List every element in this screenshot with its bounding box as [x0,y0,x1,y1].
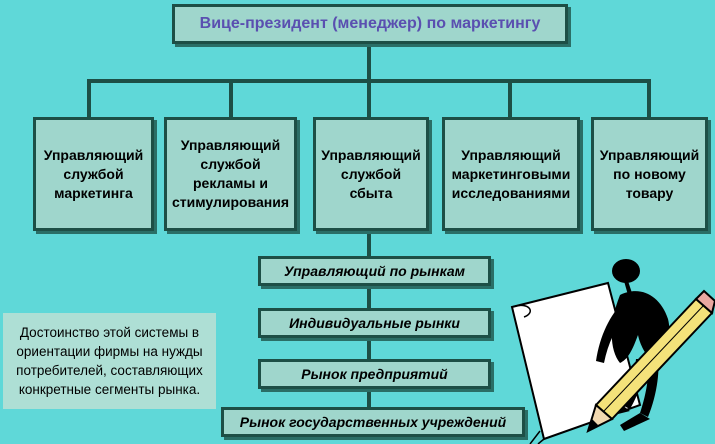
sub-label: Управляющий по рынкам [284,263,465,279]
dept-label: Управляющий службой рекламы и стимулиров… [171,137,290,210]
connector-dept-4 [508,79,512,117]
dept-box-sales: Управляющий службой сбыта [313,117,429,231]
sub-label: Индивидуальные рынки [289,315,460,331]
sub-box-markets-manager: Управляющий по рынкам [258,256,491,286]
dept-box-research: Управляющий маркетинговыми исследованиям… [442,117,580,231]
vice-president-label: Вице-президент (менеджер) по маркетингу [199,15,541,32]
dept-label: Управляющий по новому товару [599,146,700,201]
dept-label: Управляющий службой сбыта [321,146,421,201]
connector-dept-5 [647,79,651,117]
connector-dept-2 [229,79,233,117]
dept-box-new-product: Управляющий по новому товару [591,117,708,231]
sub-box-enterprise-market: Рынок предприятий [258,359,491,389]
vice-president-box: Вице-президент (менеджер) по маркетингу [172,4,568,44]
connector-dept-1 [87,79,91,117]
sub-label: Рынок предприятий [301,366,448,382]
dept-label: Управляющий службой маркетинга [43,146,144,201]
dept-label: Управляющий маркетинговыми исследованиям… [451,146,571,201]
note-text: Достоинство этой системы в ориентации фи… [16,325,203,397]
connector-dept-3 [367,79,371,117]
pencil-icon [586,289,715,433]
sub-box-individual-markets: Индивидуальные рынки [258,308,491,338]
dept-box-advertising: Управляющий службой рекламы и стимулиров… [164,117,297,231]
connector-top-vertical [367,44,371,81]
person-with-pencil-icon [510,259,715,444]
note-box: Достоинство этой системы в ориентации фи… [3,313,216,409]
sub-label: Рынок государственных учреждений [239,414,507,430]
dept-box-marketing: Управляющий службой маркетинга [33,117,154,231]
sub-box-government-market: Рынок государственных учреждений [221,407,525,437]
